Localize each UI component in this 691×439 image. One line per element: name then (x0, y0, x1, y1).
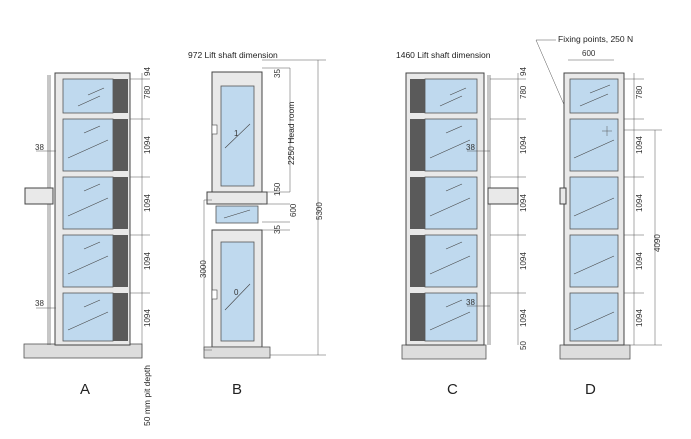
view-d-dim-600: 600 (582, 49, 596, 58)
view-a-base (23, 343, 143, 359)
view-a: 38 38 94 780 1094 1094 1094 1094 50 mm p… (23, 67, 152, 426)
view-b-dim-3000: 3000 (199, 260, 208, 278)
view-c-panel (424, 176, 478, 230)
view-d-dim-1094: 1094 (635, 136, 644, 154)
view-d-panel (569, 78, 619, 114)
view-d-dim-780: 780 (635, 85, 644, 99)
view-b-dim-150: 150 (273, 182, 282, 196)
view-a-dim-94: 94 (143, 67, 152, 76)
view-a-dim-780: 780 (143, 85, 152, 99)
view-d-base (559, 344, 631, 360)
view-c-dim-50: 50 (519, 341, 528, 350)
view-label-b: B (232, 381, 242, 398)
view-c-dim-1094: 1094 (519, 136, 528, 154)
view-c-panel (424, 118, 478, 172)
view-c-dim-780: 780 (519, 85, 528, 99)
view-a-dim-38-upper: 38 (35, 143, 44, 152)
view-a-panel (62, 234, 114, 288)
view-a-panel (62, 292, 114, 342)
lift-shaft-dimension-c: 1460 Lift shaft dimension (396, 50, 491, 60)
view-a-panel (62, 176, 114, 230)
view-b-base (203, 346, 271, 359)
view-a-panel (62, 118, 114, 172)
view-b-dim-35-bottom: 35 (273, 225, 282, 234)
view-c-dim-1094: 1094 (519, 194, 528, 212)
view-b-dim-35-top: 35 (273, 69, 282, 78)
lift-shaft-dimension-b: 972 Lift shaft dimension (188, 50, 278, 60)
view-c-dim-38-lower: 38 (466, 298, 475, 307)
view-d-dim-1094: 1094 (635, 309, 644, 327)
view-d-dim-1094: 1094 (635, 252, 644, 270)
view-a-landing (24, 187, 54, 205)
view-label-a: A (80, 381, 90, 398)
head-room-note: 2250 Head room (286, 102, 296, 165)
view-b-landing-slab (206, 191, 268, 205)
view-c-panel (424, 78, 478, 114)
floor-number-lower: 0 (234, 288, 239, 297)
view-c-landing (487, 187, 519, 205)
view-c-panel (424, 292, 478, 342)
view-c-dim-1094: 1094 (519, 309, 528, 327)
view-d-panel (569, 118, 619, 172)
pit-depth-note: 50 mm pit depth (142, 365, 152, 426)
view-b-lower-door-glass (220, 241, 255, 342)
view-b-dim-600: 600 (289, 203, 298, 217)
view-a-dim-38-lower: 38 (35, 299, 44, 308)
view-c: 1460 Lift shaft dimension 38 38 94 780 1 (396, 50, 528, 398)
view-c-base (401, 344, 487, 360)
view-d-panel (569, 292, 619, 342)
view-a-dim-1094: 1094 (143, 136, 152, 154)
view-b-dim-5300: 5300 (315, 202, 324, 220)
view-label-c: C (447, 381, 458, 398)
view-d-panel (569, 176, 619, 230)
view-c-dim-1094: 1094 (519, 252, 528, 270)
view-c-dim-94: 94 (519, 67, 528, 76)
view-d: Fixing points, 250 N 600 780 1094 1094 1… (535, 34, 662, 398)
view-d-dim-4090: 4090 (653, 234, 662, 252)
view-d-panel (569, 234, 619, 288)
view-a-panel (62, 78, 114, 114)
view-b-mid-glass (215, 205, 259, 224)
view-a-dim-1094: 1094 (143, 252, 152, 270)
view-a-dim-1094: 1094 (143, 194, 152, 212)
view-d-dim-1094: 1094 (635, 194, 644, 212)
view-b: 972 Lift shaft dimension 1 0 35 2250 Hea… (188, 50, 326, 398)
view-a-dim-1094: 1094 (143, 309, 152, 327)
fixing-points-note: Fixing points, 250 N (558, 34, 633, 44)
floor-number-upper: 1 (234, 129, 239, 138)
view-c-dim-38-upper: 38 (466, 143, 475, 152)
view-label-d: D (585, 381, 596, 398)
view-c-panel (424, 234, 478, 288)
